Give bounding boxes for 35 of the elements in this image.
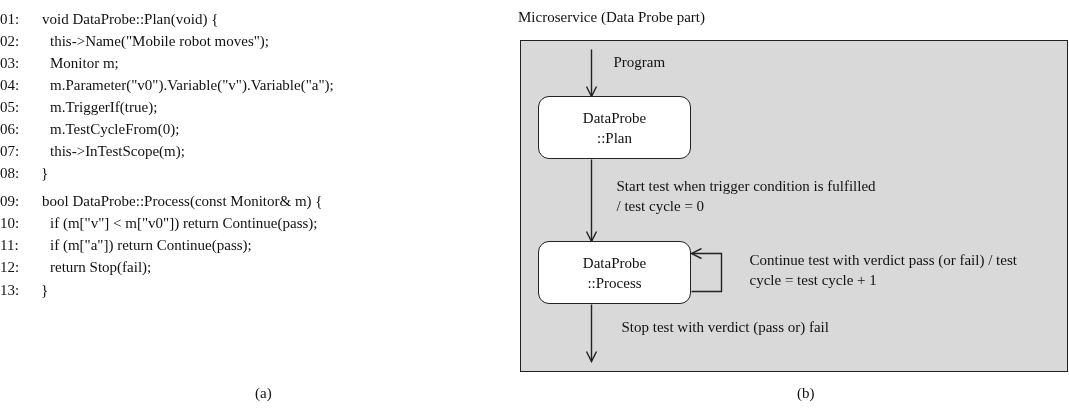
line-number: 10:: [0, 214, 20, 232]
line-number: 09:: [0, 192, 20, 210]
line-number: 02:: [0, 32, 20, 50]
code-line: Monitor m;: [50, 54, 119, 72]
code-line: }: [41, 164, 49, 182]
code-line: this->InTestScope(m);: [50, 142, 185, 160]
arrow: [585, 158, 598, 243]
arrow: [585, 48, 598, 98]
line-number: 06:: [0, 120, 20, 138]
line-number: 04:: [0, 76, 20, 94]
state-box: DataProbe ::Process: [538, 241, 691, 304]
panel-caption: (b): [797, 384, 815, 402]
self-loop-arrow: [690, 247, 723, 293]
panel-caption: (a): [255, 384, 272, 402]
code-line: if (m["v"] < m["v0"]) return Continue(pass);: [50, 214, 318, 232]
code-line: }: [41, 281, 49, 299]
line-number: 05:: [0, 98, 20, 116]
line-number: 13:: [0, 281, 20, 299]
code-line: void DataProbe::Plan(void) {: [42, 10, 219, 28]
code-line: m.TestCycleFrom(0);: [50, 120, 180, 138]
state-box: DataProbe ::Plan: [538, 96, 691, 159]
line-number: 01:: [0, 10, 20, 28]
code-line: this->Name("Mobile robot moves");: [50, 32, 269, 50]
code-line: if (m["a"]) return Continue(pass);: [50, 236, 252, 254]
group-title: Microservice (Data Probe part): [518, 8, 705, 26]
line-number: 08:: [0, 164, 20, 182]
code-line: m.TriggerIf(true);: [50, 98, 158, 116]
line-number: 12:: [0, 258, 20, 276]
line-number: 03:: [0, 54, 20, 72]
line-number: 11:: [0, 236, 19, 254]
arrow: [585, 303, 598, 363]
code-line: bool DataProbe::Process(const Monitor& m) {: [42, 192, 323, 210]
line-number: 07:: [0, 142, 20, 160]
code-line: return Stop(fail);: [50, 258, 152, 276]
code-line: m.Parameter("v0").Variable("v").Variable("a");: [50, 76, 334, 94]
